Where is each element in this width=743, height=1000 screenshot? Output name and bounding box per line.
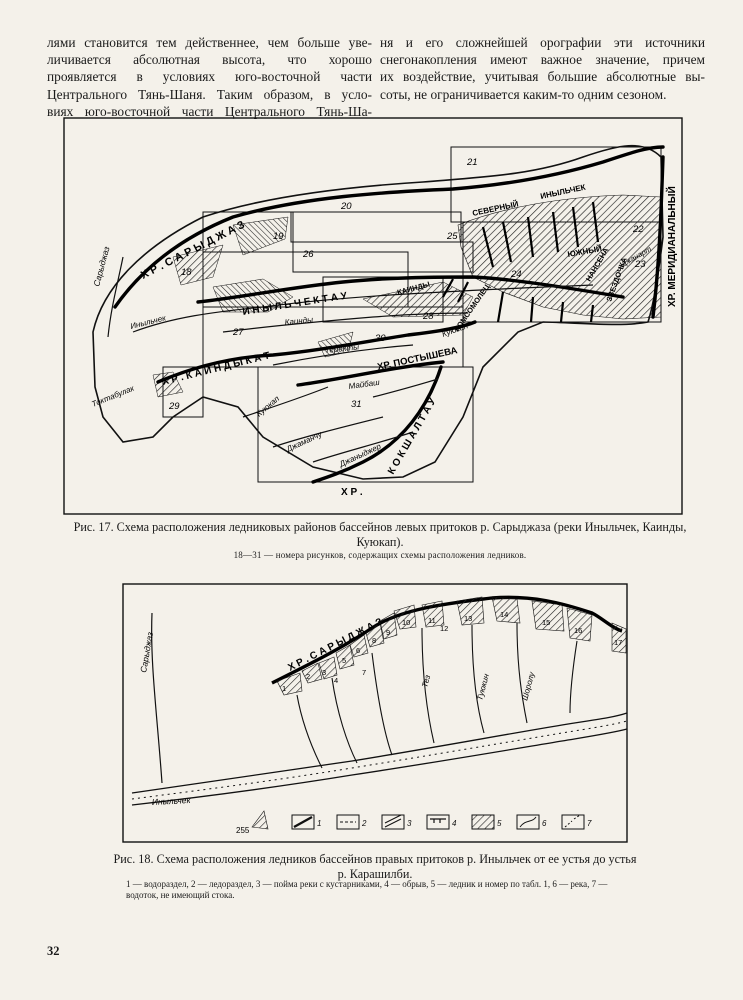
fig-number: 20 [340,201,352,212]
glacier-number: 13 [464,614,472,623]
river-label-inylchek: Иныльчек [152,795,192,807]
legend [291,814,585,830]
legend-number: 1 [317,819,321,828]
figure-18-map: Х Р . С А Р Ы Д Ж А З Сарыджаз Иныльчек … [122,583,628,843]
fig-number: 23 [634,259,646,270]
glacier-number: 8 [372,636,376,645]
text-line: лями становится тем действеннее, чем бол… [47,35,372,50]
glacier-number: 12 [440,624,448,633]
ridge-label-meridional: ХР. МЕРИДИАНАЛЬНЫЙ [665,186,678,307]
glacier-255-label: 255 [236,826,250,835]
valley-edge-north [131,712,628,794]
glacier-number: 5 [342,656,346,665]
legend-number: 2 [361,819,367,828]
river-label-inylchek: Иныльчек [129,313,168,331]
tributaries [296,622,578,769]
glacier-number: 15 [542,618,550,627]
glacier-number: 10 [402,618,410,627]
glacier-tongues [442,201,600,323]
glacier-number: 2 [306,672,310,681]
fig-number: 26 [302,249,314,260]
legend-numbers: 1 2 3 4 5 6 7 [317,819,592,828]
fig-number: 27 [232,327,244,338]
legend-number: 6 [542,819,547,828]
ridge-label-xr: Х Р . [341,487,363,498]
text-line: соты, не ограничивается каким-то одним с… [380,86,667,102]
text-line: ня и его сложнейшей орографии эти источн… [380,35,705,50]
glacier-number: 11 [428,616,436,625]
fig-number: 31 [351,399,362,410]
river-label-terekty: Теректы [324,342,359,355]
glacier-number: 17 [614,638,622,647]
text-line: виях юго-восточной части Центрального Тя… [47,103,372,119]
ridge-label-postysheva: ХР. ПОСТЫШЕВА [376,345,458,373]
legend-number: 4 [452,819,457,828]
fig-number: 24 [510,269,522,280]
glacier-numbers: 1 2 3 4 5 6 7 8 9 10 11 12 13 14 15 16 1… [282,610,622,693]
map-frame [63,117,683,515]
glacier-number: 3 [322,668,326,677]
river-label-kaindy: Каинды [284,315,313,327]
fig-number: 28 [422,311,434,322]
fig-number: 25 [446,231,458,242]
glacier-number: 14 [500,610,508,619]
glacier-number: 4 [334,676,338,685]
glacier-zones [152,194,662,398]
river-label-saryjaz: Сарыджаз [91,245,111,287]
glacier-number: 6 [356,646,360,655]
river-label-maibash: Майбаш [348,378,381,391]
river-label-tez: Тез [420,674,432,689]
river-label-shorolu: Шоролу [520,670,536,701]
fig-number: 18 [181,267,192,278]
legend-number: 3 [407,819,412,828]
text-line: Центрального Тянь-Шаня. Таким образом, в… [47,86,372,102]
glacier-number: 1 [282,684,286,693]
figure-17-note: 18—31 — номера рисунков, содержащих схем… [233,550,527,560]
river-label-kuyukap-2: Куюкап [255,394,282,419]
ridge-lines [113,145,665,484]
figure-17-map: Х Р . С А Р Ы Д Ж А З ХР. МЕРИДИАНАЛЬНЫЙ… [63,117,683,515]
glacier-number: 16 [574,626,582,635]
saryjaz-river [151,612,163,784]
fig-number: 21 [466,157,478,168]
fig-number: 22 [632,224,644,235]
figure-17-caption: Рис. 17. Схема расположения ледниковых р… [73,520,687,549]
text-line: их воздействие, учитывая большие абсолют… [380,69,705,85]
rivers [107,256,594,463]
figure-18-caption: Рис. 18. Схема расположения ледников бас… [113,852,637,881]
glacier-number: 9 [386,628,390,637]
river-label-tuyukin: Туюкин [475,672,491,701]
fig-number: 30 [375,333,386,344]
text-column-left: лями становится тем действеннее, чем бол… [47,34,372,120]
page-number: 32 [47,944,60,958]
text-line: проявляется в условиях юго-восточной час… [47,69,372,85]
fig-number: 19 [273,231,284,242]
text-line: личивается абсолютная высота, что хорошо [47,52,372,68]
figure-18-legend-text: 1 — водораздел, 2 — ледораздел, 3 — пойм… [126,879,608,900]
text-column-right: ня и его сложнейшей орографии эти источн… [380,34,705,103]
valley-edge-south [131,728,628,806]
text-line: снегонакопления имеют важное значение, п… [380,52,705,68]
ridge-label-kaindy: Х Р . К А И Н Д Ы К А Т [161,350,271,387]
glaciers [276,596,627,696]
figure-numbers: 18 19 20 21 22 23 24 25 26 27 28 29 30 3… [168,157,646,412]
glacier-255 [251,810,269,830]
glacier-number: 7 [362,668,366,677]
legend-number: 5 [497,819,502,828]
legend-number: 7 [587,819,592,828]
fig-number: 29 [168,401,180,412]
floodplain-dots [131,720,628,800]
